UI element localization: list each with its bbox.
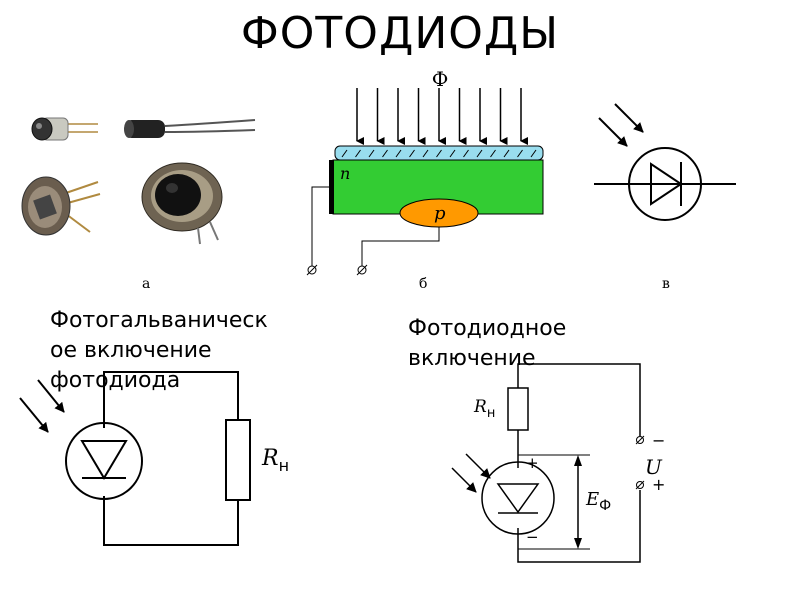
emf-arrow-head-top <box>574 455 582 466</box>
hatch-mark <box>436 149 442 158</box>
lead-n <box>311 186 329 268</box>
window-hatching <box>341 149 537 158</box>
heading-photovoltaic-line: ое включение <box>50 338 212 363</box>
symbol-circle <box>628 147 702 221</box>
pd-light-arrow-2 <box>451 467 477 493</box>
photo-diode-large <box>141 162 223 245</box>
pv-diode-triangle <box>80 440 128 480</box>
pd-wire-bottom <box>517 490 641 563</box>
caption-v: в <box>662 276 670 292</box>
hatch-mark <box>368 149 375 158</box>
hatch-mark <box>490 149 496 158</box>
pv-light-arrow-2 <box>19 397 49 433</box>
pv-wire-top <box>103 371 239 428</box>
supply-minus-label: − <box>652 431 665 450</box>
pd-light-arrow-1 <box>465 453 491 479</box>
heading-photodiode-line: Фотодиодное <box>408 316 567 341</box>
pd-load-label: Rн <box>473 397 495 421</box>
light-arrow-2 <box>598 117 628 147</box>
lead-p <box>361 227 440 268</box>
diode-triangle <box>650 162 683 206</box>
pv-load-label: Rн <box>261 446 289 475</box>
flux-label: Ф <box>432 67 449 91</box>
hatch-mark <box>463 149 469 158</box>
supply-terminal-minus <box>635 435 645 445</box>
hatch-mark <box>355 149 361 158</box>
pd-diode-circle <box>481 461 555 535</box>
hatch-mark <box>409 149 415 158</box>
photo-diode-cylinder <box>124 119 256 138</box>
heading-photovoltaic: Фотогальваническ ое включение фотодиода <box>50 306 268 396</box>
pv-wire-bottom <box>103 496 239 546</box>
supply-voltage-label: U <box>645 455 663 479</box>
terminal-1 <box>306 264 318 276</box>
n-label: n <box>340 164 350 183</box>
pd-wire-top <box>517 363 641 436</box>
emf-arrow-head-bottom <box>574 538 582 549</box>
photo-diode-to-can <box>21 176 101 236</box>
hatch-mark <box>517 149 523 158</box>
heading-photovoltaic-line: Фотогальваническ <box>50 308 268 333</box>
caption-a: а <box>142 276 151 292</box>
p-label: p <box>434 203 446 224</box>
hatch-mark <box>449 149 456 158</box>
hatch-mark <box>476 149 483 158</box>
supply-plus-label: + <box>652 475 665 494</box>
pv-load-resistor <box>225 419 251 501</box>
pd-load-resistor <box>507 387 529 431</box>
pv-diode-circle <box>65 422 143 500</box>
photo-diode-small-metal <box>31 117 98 141</box>
terminal-2 <box>356 264 368 276</box>
light-flux-arrows <box>356 88 528 145</box>
page-title: ФОТОДИОДЫ <box>240 8 560 59</box>
hatch-mark <box>503 149 510 158</box>
light-arrow-1 <box>614 103 644 133</box>
hatch-mark <box>530 149 537 158</box>
hatch-mark <box>422 149 429 158</box>
supply-terminal-plus <box>635 480 645 490</box>
emf-label: EФ <box>585 489 611 514</box>
hatch-mark <box>382 149 388 158</box>
contact-left <box>329 160 334 214</box>
plus-label: + <box>526 454 539 472</box>
heading-photodiode-line: включение <box>408 346 536 371</box>
minus-label: − <box>526 528 539 546</box>
hatch-mark <box>341 149 348 158</box>
heading-photodiode: Фотодиодное включение <box>408 314 566 374</box>
pd-diode-triangle <box>496 483 540 514</box>
hatch-mark <box>395 149 402 158</box>
caption-b: б <box>419 276 428 292</box>
pv-light-arrow-1 <box>37 379 65 413</box>
